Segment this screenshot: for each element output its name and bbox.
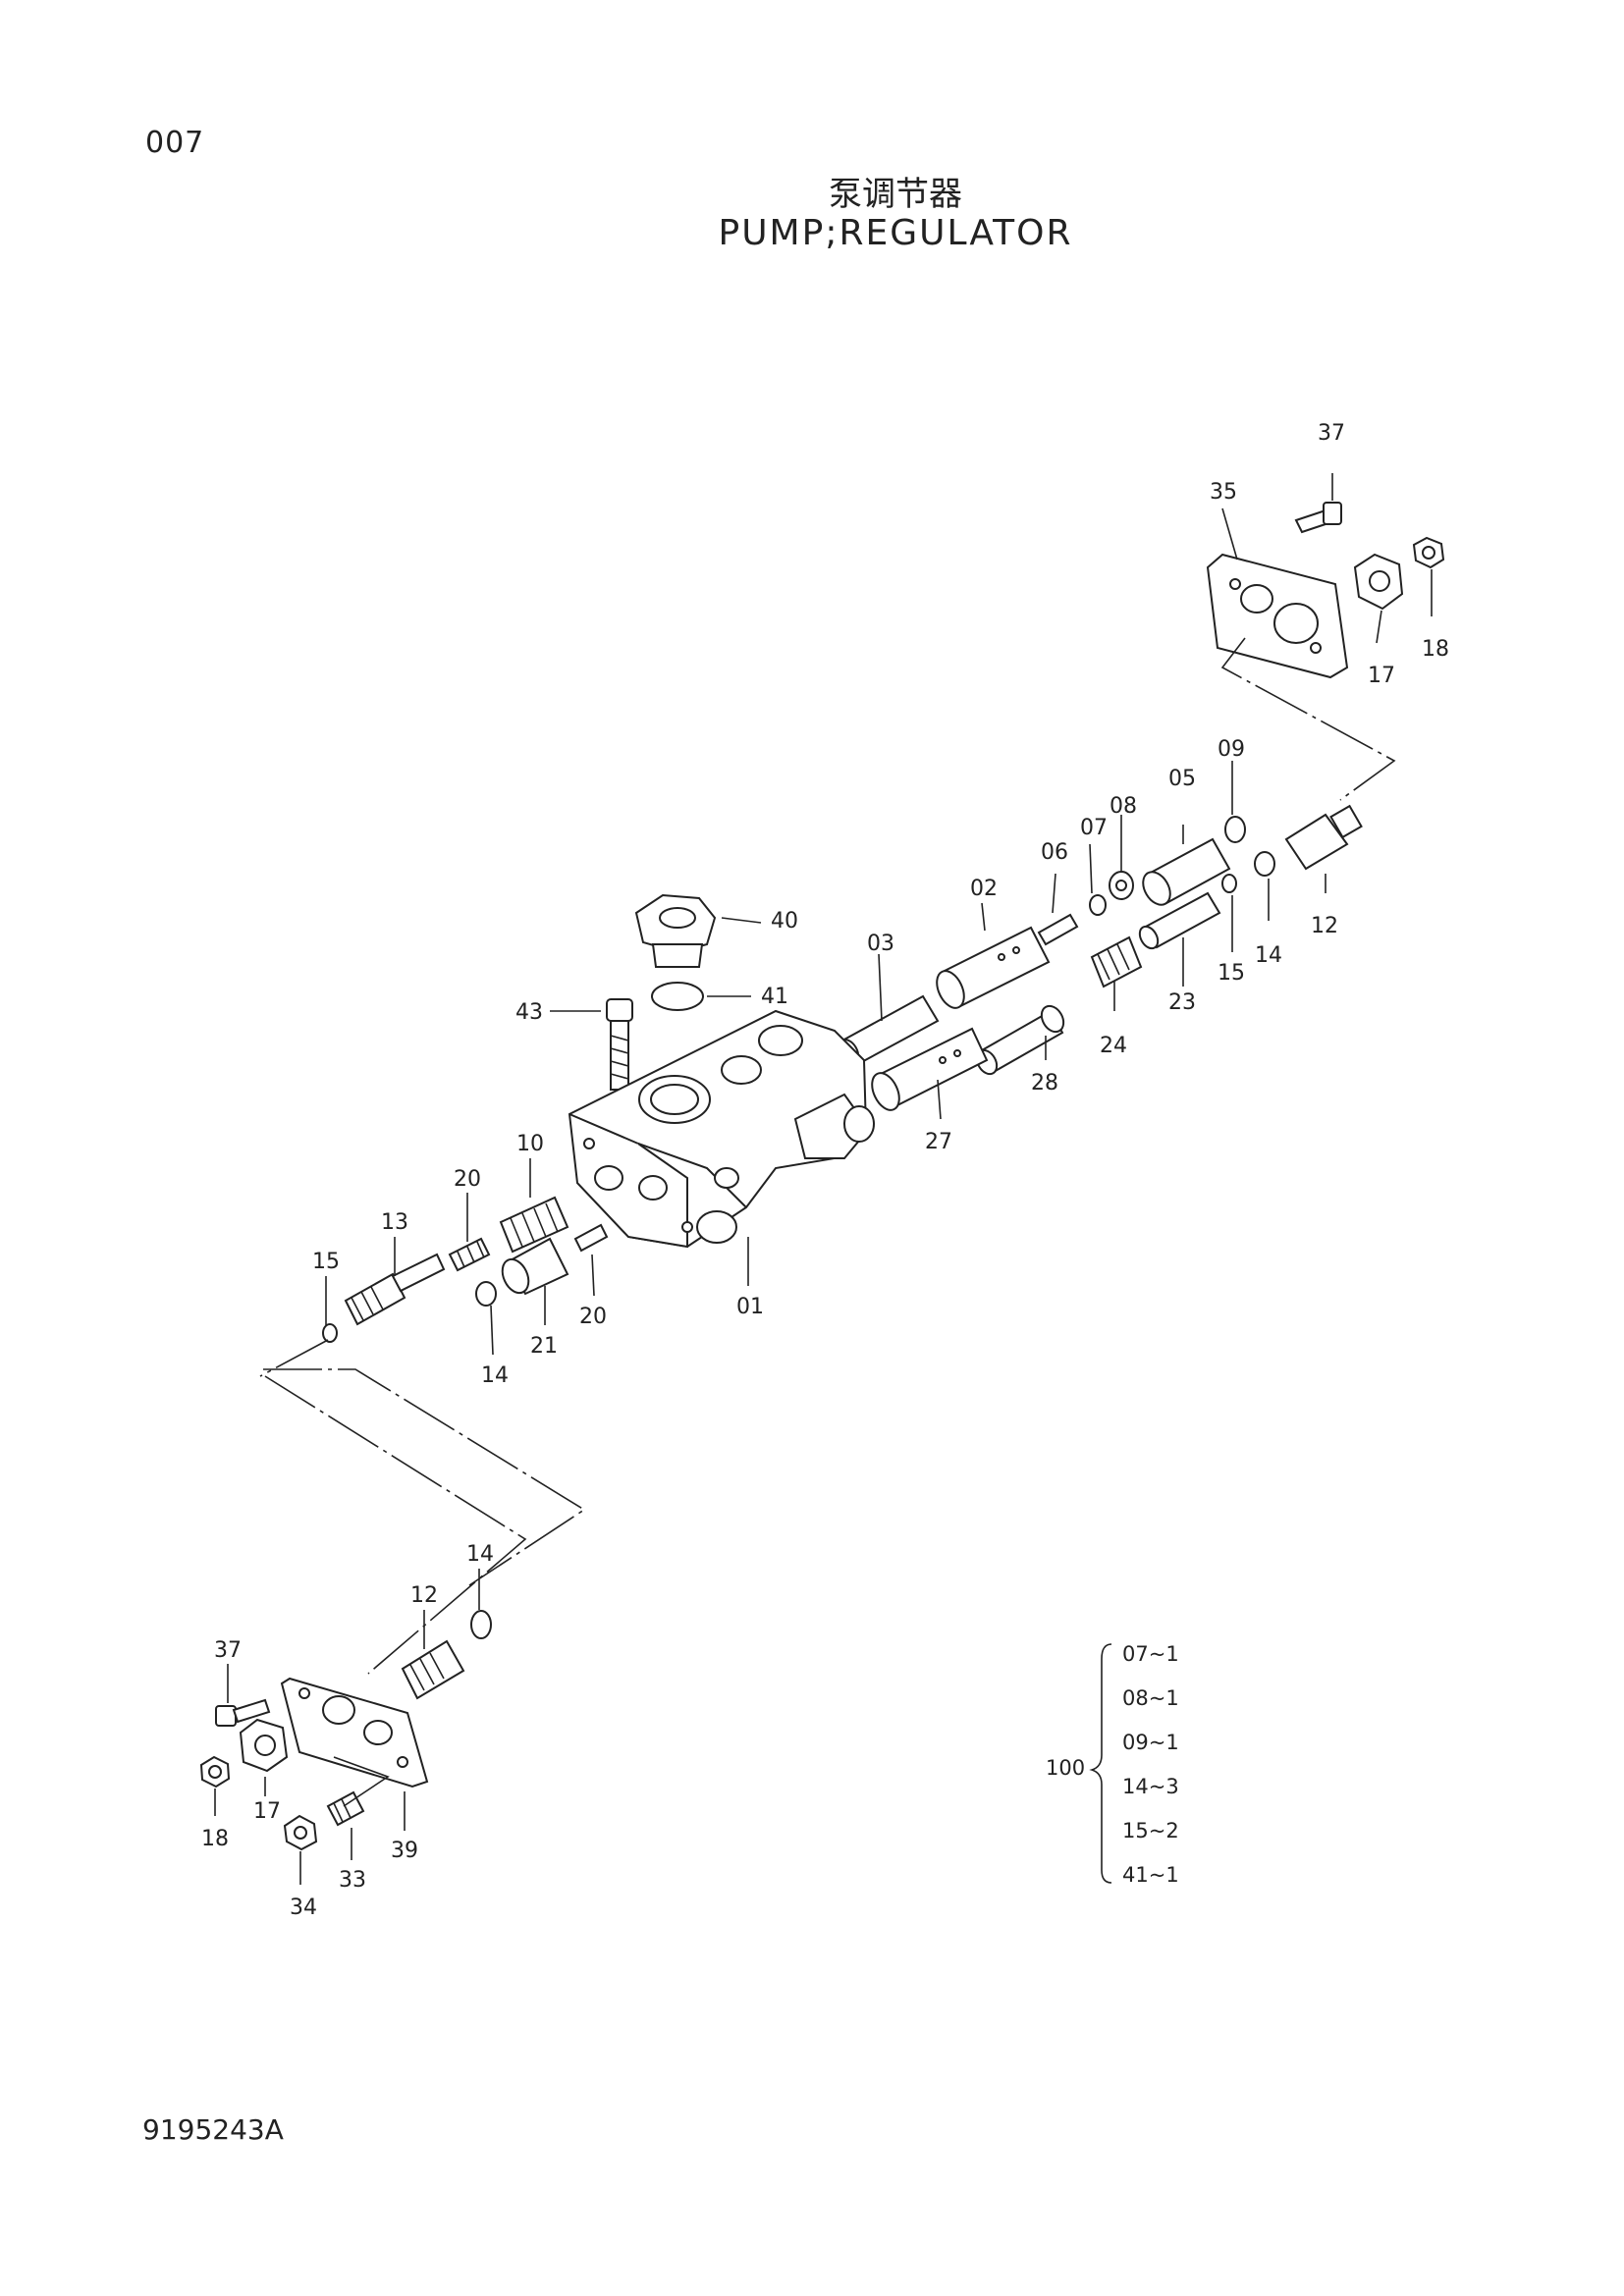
oring-14-lower xyxy=(470,1610,492,1639)
nut-16-upper xyxy=(1353,553,1404,611)
assembly-line-lower xyxy=(259,1339,586,1675)
callout-17-lower: 18 xyxy=(201,1827,229,1851)
kit-item: 08~1 xyxy=(1122,1686,1179,1710)
callout-34: 34 xyxy=(290,1896,317,1920)
kit-item: 14~3 xyxy=(1122,1775,1179,1798)
callout-14-right: 14 xyxy=(1255,943,1282,968)
callout-06: 06 xyxy=(1041,840,1068,865)
kit-item: 09~1 xyxy=(1122,1731,1179,1754)
callout-17-upper: 18 xyxy=(1422,637,1449,662)
callout-35: 35 xyxy=(1210,480,1237,505)
oring-14-right xyxy=(1254,851,1275,877)
callout-16-upper: 17 xyxy=(1368,664,1395,688)
callout-18: 20 xyxy=(454,1167,481,1192)
callout-12-lower: 12 xyxy=(410,1583,438,1608)
page-number: 007 xyxy=(145,126,205,160)
callout-39: 39 xyxy=(391,1839,418,1863)
callout-10: 10 xyxy=(516,1132,544,1156)
regulator-body-01 xyxy=(568,1009,875,1249)
callout-27: 27 xyxy=(925,1130,952,1154)
bolt-upper xyxy=(1294,502,1342,534)
bolt-43 xyxy=(606,998,633,1091)
callout-33: 33 xyxy=(339,1868,366,1893)
assembly-line-upper xyxy=(1220,637,1396,801)
kit-item: 41~1 xyxy=(1122,1863,1179,1887)
plug-13 xyxy=(344,1253,446,1326)
callout-09: 09 xyxy=(1218,737,1245,762)
callout-28: 28 xyxy=(1031,1071,1058,1095)
spring-18 xyxy=(448,1237,491,1272)
callout-40: 40 xyxy=(771,909,798,934)
callout-05: 05 xyxy=(1168,767,1196,791)
plug-12-right xyxy=(1284,804,1363,871)
callout-37-lower: 37 xyxy=(214,1638,242,1663)
nut-34 xyxy=(283,1814,318,1851)
oring-15-left xyxy=(322,1323,338,1343)
callout-15-right: 15 xyxy=(1218,961,1245,986)
callout-14-left: 14 xyxy=(481,1363,509,1388)
bolt-37-lower xyxy=(215,1698,271,1727)
flange-upper xyxy=(1206,553,1349,679)
kit-item: 15~2 xyxy=(1122,1819,1179,1842)
callout-24: 24 xyxy=(1100,1034,1127,1058)
title-english: PUMP;REGULATOR xyxy=(718,213,1073,253)
callout-15-left: 15 xyxy=(312,1250,340,1274)
callout-12-right: 12 xyxy=(1311,914,1338,938)
plug-12-lower xyxy=(401,1639,465,1700)
piston-21 xyxy=(501,1237,569,1296)
callout-02: 02 xyxy=(970,877,998,901)
callout-13: 13 xyxy=(381,1210,408,1235)
sleeve-02 xyxy=(936,926,1051,1009)
callout-03: 03 xyxy=(867,932,894,956)
callout-14-lower: 14 xyxy=(466,1542,494,1567)
drawing-number: 9195243A xyxy=(142,2113,284,2146)
title-chinese: 泵调节器 xyxy=(829,175,962,214)
oring-09 xyxy=(1224,816,1246,843)
callout-labels: 37 35 17 18 09 05 08 07 06 02 03 12 14 1… xyxy=(201,421,1449,1920)
leader-lines xyxy=(214,473,1433,1885)
callout-21: 21 xyxy=(530,1334,558,1359)
kit-item: 07~1 xyxy=(1122,1642,1179,1666)
repair-kit-list: 100 07~1 08~1 09~1 14~3 15~2 41~1 xyxy=(1046,1642,1179,1887)
spring-10 xyxy=(499,1196,569,1254)
callout-07: 07 xyxy=(1080,816,1108,840)
spool-28 xyxy=(975,1004,1065,1076)
callout-43: 43 xyxy=(515,1000,543,1025)
callout-08: 08 xyxy=(1110,794,1137,819)
flange-lower xyxy=(280,1677,429,1789)
callout-23: 23 xyxy=(1168,990,1196,1015)
callout-41: 41 xyxy=(761,985,788,1009)
callout-20: 20 xyxy=(579,1305,607,1329)
plug-40 xyxy=(634,893,717,968)
oring-07 xyxy=(1089,894,1107,916)
sleeve-05 xyxy=(1142,837,1231,906)
spool-23 xyxy=(1138,891,1221,950)
spring-24 xyxy=(1090,935,1143,988)
pin-06 xyxy=(1037,913,1079,946)
oring-15-right xyxy=(1221,874,1237,893)
callout-16-lower: 17 xyxy=(253,1799,281,1824)
assembly-line-flange xyxy=(333,1756,390,1807)
nut-17-upper xyxy=(1412,536,1445,569)
nut-16-lower xyxy=(239,1718,289,1773)
pin-20 xyxy=(573,1223,609,1253)
plug-33 xyxy=(326,1790,365,1827)
callout-37-upper: 37 xyxy=(1318,421,1345,446)
sleeve-27 xyxy=(871,1027,989,1111)
oring-14-left xyxy=(475,1281,497,1307)
kit-number: 100 xyxy=(1046,1756,1085,1780)
nut-17-lower xyxy=(199,1755,231,1789)
callout-01: 01 xyxy=(736,1295,764,1319)
oring-41 xyxy=(651,982,704,1011)
